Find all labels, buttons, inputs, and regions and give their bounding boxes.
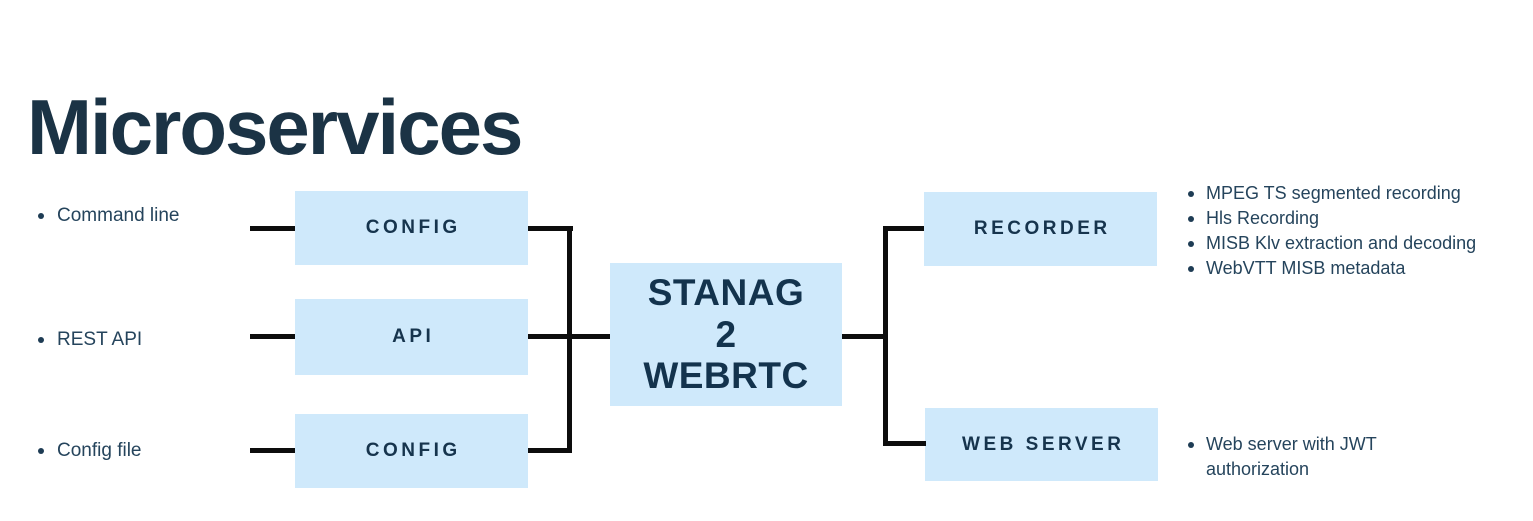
bullet-dot bbox=[1188, 442, 1194, 448]
node-api: API bbox=[295, 299, 528, 375]
list-item-label: Hls Recording bbox=[1206, 208, 1320, 228]
list-item: Web server with JWT authorization bbox=[1188, 432, 1418, 482]
center-label-line1: STANAG bbox=[647, 272, 805, 314]
node-config-top: CONFIG bbox=[295, 191, 528, 265]
list-item-label: WebVTT MISB metadata bbox=[1206, 258, 1406, 278]
connector-center-to-right-bus bbox=[842, 334, 888, 339]
connector-bus-to-recorder bbox=[883, 226, 924, 231]
bullet-dot bbox=[1188, 191, 1194, 197]
bullet-dot bbox=[38, 337, 44, 343]
list-item-label: Command line bbox=[57, 205, 180, 226]
center-label-line2: 2 bbox=[715, 313, 737, 355]
connector-right-bus bbox=[883, 226, 888, 446]
list-item: WebVTT MISB metadata bbox=[1188, 256, 1533, 281]
page-title: Microservices bbox=[27, 83, 523, 172]
bullet-dot bbox=[38, 448, 44, 454]
bullet-dot bbox=[1188, 241, 1194, 247]
connector-left-bus bbox=[567, 226, 572, 453]
node-stanag2webrtc: STANAG 2 WEBRTC bbox=[610, 263, 842, 406]
connector-stub-config-file bbox=[250, 448, 295, 453]
list-item-label: MPEG TS segmented recording bbox=[1206, 183, 1461, 203]
list-item-label: Web server with JWT authorization bbox=[1206, 434, 1377, 479]
webserver-feature-list: Web server with JWT authorization bbox=[1188, 432, 1418, 482]
list-item-command-line: Command line bbox=[38, 204, 180, 228]
node-label: API bbox=[392, 326, 435, 347]
connector-stub-rest-api bbox=[250, 334, 295, 339]
list-item: MISB Klv extraction and decoding bbox=[1188, 231, 1533, 256]
node-label: STANAG 2 WEBRTC bbox=[643, 272, 808, 396]
connector-config-top-to-bus bbox=[528, 226, 573, 231]
list-item: MPEG TS segmented recording bbox=[1188, 181, 1533, 206]
node-label: RECORDER bbox=[973, 218, 1111, 239]
bullet-dot bbox=[38, 213, 44, 219]
node-label: CONFIG bbox=[365, 217, 461, 238]
connector-stub-command-line bbox=[250, 226, 295, 231]
node-label: CONFIG bbox=[365, 440, 461, 461]
list-item-rest-api: REST API bbox=[38, 328, 142, 352]
connector-config-bottom-to-bus bbox=[528, 448, 572, 453]
node-web-server: WEB SERVER bbox=[925, 408, 1158, 481]
connector-bus-to-web-server bbox=[883, 441, 926, 446]
node-recorder: RECORDER bbox=[924, 192, 1157, 266]
list-item-label: Config file bbox=[57, 440, 142, 461]
list-item-label: REST API bbox=[57, 329, 143, 350]
list-item: Hls Recording bbox=[1188, 206, 1533, 231]
bullet-dot bbox=[1188, 266, 1194, 272]
list-item-config-file: Config file bbox=[38, 439, 142, 463]
center-label-line3: WEBRTC bbox=[643, 355, 809, 397]
node-label: WEB SERVER bbox=[962, 433, 1125, 455]
node-config-bottom: CONFIG bbox=[295, 414, 528, 488]
recorder-feature-list: MPEG TS segmented recording Hls Recordin… bbox=[1188, 181, 1533, 281]
list-item-label: MISB Klv extraction and decoding bbox=[1206, 233, 1477, 253]
bullet-dot bbox=[1188, 216, 1194, 222]
